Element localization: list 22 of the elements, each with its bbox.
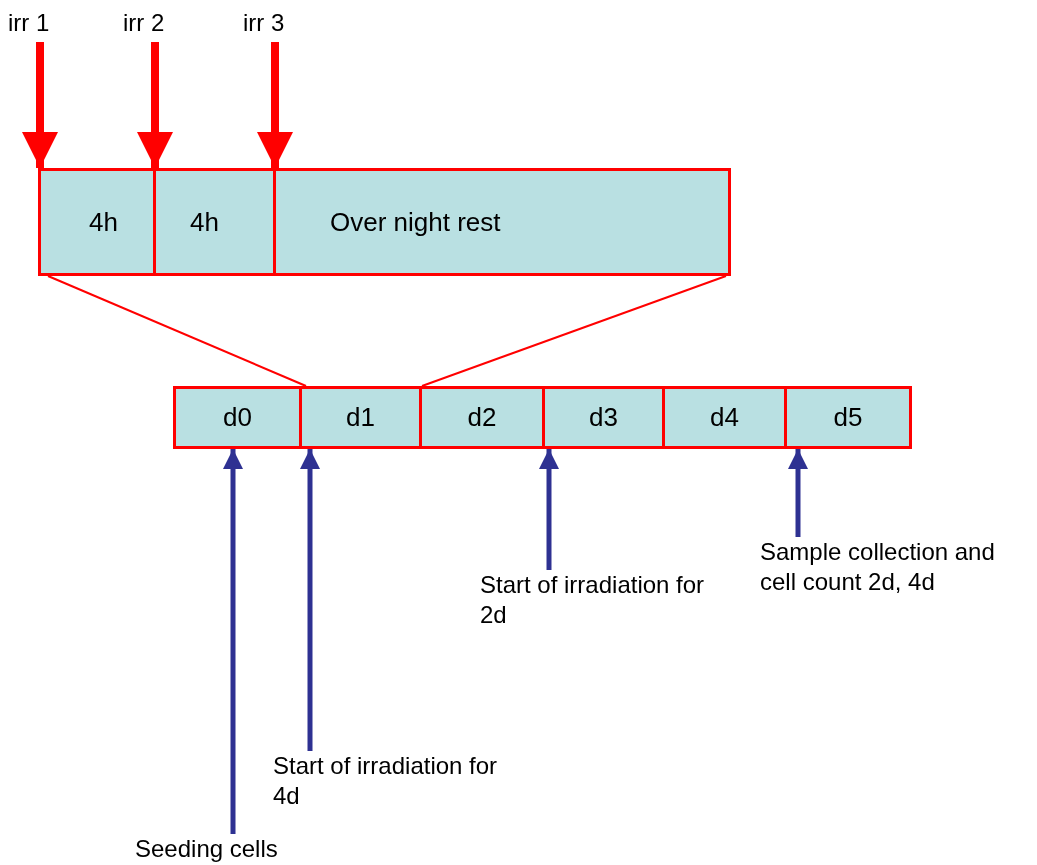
timeline-cell: d5 <box>784 386 912 449</box>
timeline-cell: d2 <box>419 386 545 449</box>
timeline-cell: 4h <box>38 168 156 276</box>
connector-line <box>47 275 307 387</box>
annotation-text: Start of irradiation for 2d <box>480 570 706 630</box>
annotation-text: Sample collection and cell count 2d, 4d <box>760 537 996 597</box>
timeline-cell: d0 <box>173 386 302 449</box>
arrow <box>223 449 243 834</box>
annotation-text: irr 3 <box>243 8 286 38</box>
timeline-cell: d1 <box>299 386 422 449</box>
timeline-cell: 4h <box>153 168 276 276</box>
annotation-text: irr 1 <box>8 8 51 38</box>
annotation-text: Seeding cells <box>135 834 279 864</box>
arrow <box>300 449 320 751</box>
connector-line <box>421 275 727 387</box>
timeline-cell: d3 <box>542 386 665 449</box>
annotation-text: Start of irradiation for 4d <box>273 751 499 811</box>
arrow <box>788 449 808 537</box>
timeline-cell: Over night rest <box>273 168 731 276</box>
timeline-cell: d4 <box>662 386 787 449</box>
arrow <box>539 449 559 570</box>
annotation-text: irr 2 <box>123 8 166 38</box>
